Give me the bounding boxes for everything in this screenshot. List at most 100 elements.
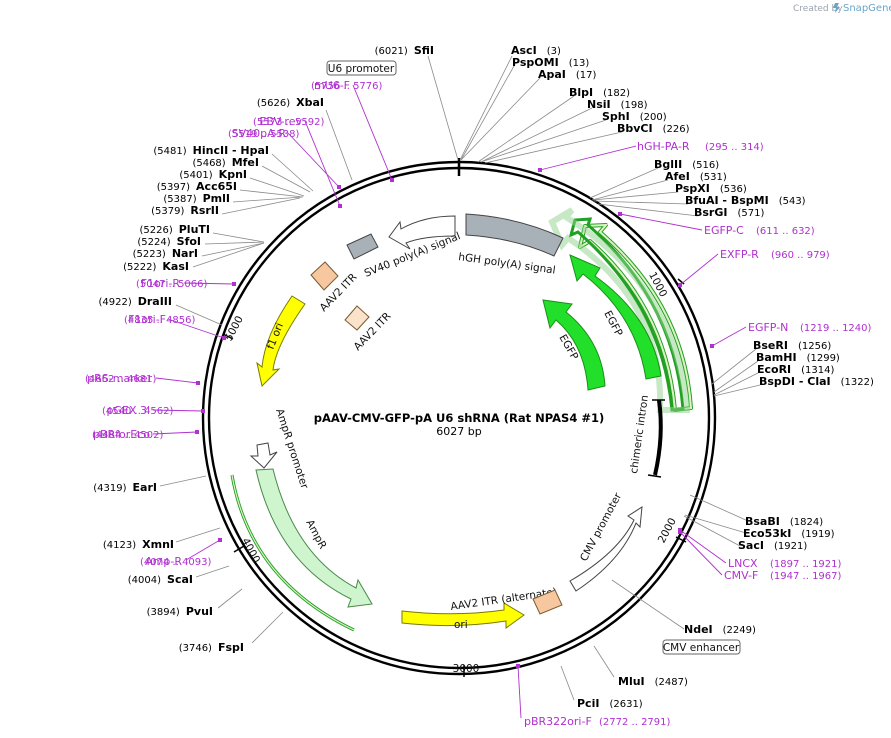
enzyme-site[interactable]: (4922)DraIII <box>98 295 172 308</box>
primer-name: SV40pA-R <box>232 127 287 140</box>
enzyme-site[interactable]: PciI(2631) <box>577 697 643 710</box>
enzyme-site[interactable]: AfeI(531) <box>665 170 727 183</box>
primer-leader <box>679 529 727 564</box>
enzyme-site[interactable]: (4004) ScaI <box>128 573 193 586</box>
enzyme-site[interactable]: BbvCI(226) <box>617 122 690 135</box>
enzyme-name: Acc65I <box>196 180 237 193</box>
primer-leader <box>155 377 199 384</box>
enzyme-site[interactable]: (3746)FspI <box>179 641 244 654</box>
enzyme-site[interactable]: BglII(516) <box>654 158 719 171</box>
enzyme-position: (1299) <box>807 353 840 364</box>
enzyme-site[interactable]: BsaBI(1824) <box>745 515 823 528</box>
primer-site[interactable]: (611 .. 632)EGFP-C <box>704 224 815 237</box>
enzyme-position: (4004) <box>128 575 161 586</box>
primer-binding-mark <box>232 282 236 286</box>
enzyme-site[interactable]: MluI(2487) <box>618 675 688 688</box>
enzyme-site[interactable]: (5387)PmlI <box>163 192 230 205</box>
enzyme-position: (198) <box>621 100 648 111</box>
primer-range: (5519 .. 5538) <box>228 129 300 140</box>
primer-binding-mark <box>338 204 342 208</box>
enzyme-position: (226) <box>663 124 690 135</box>
enzyme-site[interactable]: (5222)KasI <box>123 260 189 273</box>
sv40-polya-arrow <box>388 215 456 250</box>
primer-binding-mark <box>538 168 542 172</box>
primer-site[interactable]: (1947 .. 1967)CMV-F <box>724 569 842 582</box>
watermark-brand: SnapGene <box>843 3 891 14</box>
enzyme-site[interactable]: BseRI(1256) <box>753 339 831 352</box>
enzyme-leader <box>480 119 607 163</box>
enzyme-name: SfoI <box>177 235 201 248</box>
enzyme-site[interactable]: BspDI - ClaI(1322) <box>759 375 874 388</box>
enzyme-name: BfuAI - BspMI <box>685 194 769 207</box>
enzyme-site[interactable]: BamHI(1299) <box>756 351 840 364</box>
enzyme-name: SacI <box>738 539 764 552</box>
cmv-enhancer-label: CMV enhancer <box>663 642 740 654</box>
enzyme-site[interactable]: (5226)PluTI <box>139 223 210 236</box>
enzyme-site[interactable]: NsiI(198) <box>587 98 648 111</box>
primer-site[interactable]: (4484 .. 4502)pBRforEco <box>92 428 164 441</box>
enzyme-site[interactable]: (4123)XmnI <box>103 538 174 551</box>
primer-site[interactable]: (4662 .. 4681)pRS-marker <box>85 372 157 385</box>
enzyme-leader <box>597 203 699 217</box>
enzyme-name: BlpI <box>569 86 593 99</box>
enzyme-name: ScaI <box>167 573 193 586</box>
enzyme-site[interactable]: AscI(3) <box>511 44 561 57</box>
primer-site[interactable]: (1219 .. 1240)EGFP-N <box>748 321 872 334</box>
primer-leader <box>352 84 393 181</box>
primer-name: F1ori-R <box>141 277 181 290</box>
primer-site[interactable]: (4835 .. 4856)F1ori-F <box>124 313 196 326</box>
enzyme-site[interactable]: (5223)NarI <box>133 247 198 260</box>
grey-block <box>346 233 379 260</box>
primer-site[interactable]: (5519 .. 5538)SV40pA-R <box>228 127 300 140</box>
enzyme-position: (4319) <box>93 483 126 494</box>
enzyme-site[interactable]: NdeI(2249) <box>684 623 756 636</box>
enzyme-site[interactable]: (4319)EarI <box>93 481 157 494</box>
enzyme-position: (1314) <box>801 365 834 376</box>
primer-site[interactable]: (5756 .. 5776)mU6-F <box>311 79 383 92</box>
ampr-outer-stripe-highlight <box>231 474 355 631</box>
enzyme-leader <box>221 197 301 215</box>
primer-site[interactable]: (5573 .. 5592)EBV-rev <box>253 115 325 128</box>
enzyme-site[interactable]: BsrGI(571) <box>694 206 764 219</box>
enzyme-site[interactable]: BlpI(182) <box>569 86 630 99</box>
enzyme-site[interactable]: (5401)KpnI <box>179 168 247 181</box>
enzyme-site[interactable]: (5379)RsrII <box>151 204 219 217</box>
enzyme-site[interactable]: (5626)XbaI <box>257 96 324 109</box>
enzyme-site[interactable]: SacI(1921) <box>738 539 807 552</box>
enzyme-leader <box>159 475 207 487</box>
enzyme-site[interactable]: BfuAI - BspMI(543) <box>685 194 806 207</box>
primer-site[interactable]: (960 .. 979)EXFP-R <box>720 248 830 261</box>
primer-binding-mark <box>678 283 682 287</box>
enzyme-site[interactable]: ApaI(17) <box>538 68 597 81</box>
primer-binding-mark <box>222 336 226 340</box>
enzyme-site[interactable]: (5468)MfeI <box>192 156 259 169</box>
primer-site[interactable]: (4540 .. 4562)pGEX 3' <box>102 404 174 417</box>
ampr-promoter-arrow <box>249 442 278 469</box>
primer-site[interactable]: (1897 .. 1921)LNCX <box>728 557 842 570</box>
enzyme-site[interactable]: SphI(200) <box>602 110 667 123</box>
primer-leader <box>185 539 221 561</box>
primer-range: (5573 .. 5592) <box>253 117 325 128</box>
egfp-glow <box>548 207 691 413</box>
enzyme-site[interactable]: (5224)SfoI <box>137 235 201 248</box>
primer-site[interactable]: (4074 .. 4093)Amp-R <box>140 555 212 568</box>
enzyme-site[interactable]: (5481)HincII - HpaI <box>153 144 269 157</box>
enzyme-site[interactable]: (3894)PvuI <box>147 605 213 618</box>
enzyme-site[interactable]: PspXI(536) <box>675 182 747 195</box>
enzyme-site[interactable]: (5397)Acc65I <box>157 180 237 193</box>
enzyme-site[interactable]: PspOMI(13) <box>512 56 589 69</box>
enzyme-site[interactable]: (6021)SfiI <box>375 44 434 57</box>
enzyme-name: PluTI <box>179 223 210 236</box>
primer-leader <box>711 326 747 347</box>
snapgene-logo-icon <box>833 3 840 13</box>
primer-site[interactable]: (2772 .. 2791)pBR322ori-F <box>524 715 671 728</box>
enzyme-position: (200) <box>640 112 667 123</box>
ori-label: ori <box>454 619 468 631</box>
enzyme-position: (5223) <box>133 249 166 260</box>
enzyme-site[interactable]: Eco53kI(1919) <box>743 527 835 540</box>
primer-site[interactable]: (295 .. 314)hGH-PA-R <box>637 140 764 153</box>
enzyme-site[interactable]: EcoRI(1314) <box>757 363 835 376</box>
primer-leader <box>679 531 723 576</box>
primer-site[interactable]: (5047 .. 5066)F1ori-R <box>136 277 208 290</box>
